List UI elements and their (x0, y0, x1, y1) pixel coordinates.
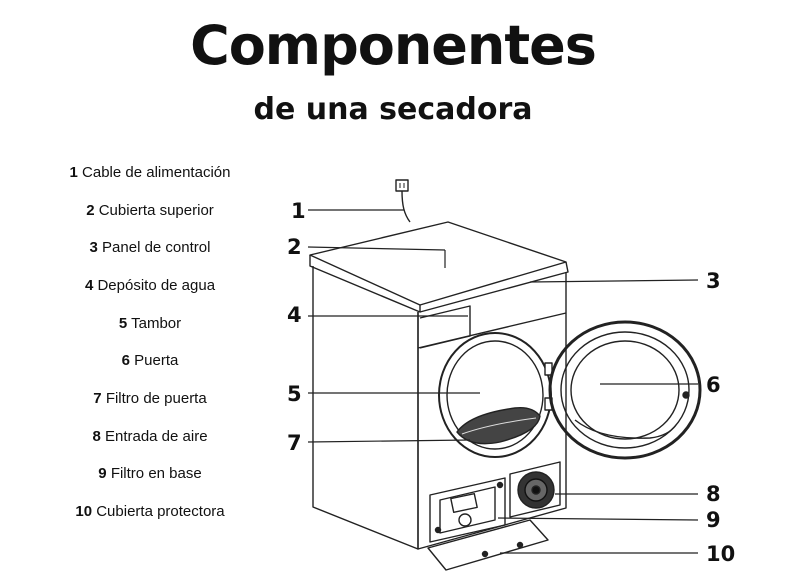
legend-item-1: 1 Cable de alimentación (0, 164, 300, 181)
door (548, 320, 702, 460)
legend-item-3: 3 Panel de control (0, 239, 300, 256)
legend-item-5: 5 Tambor (0, 315, 300, 332)
legend-label: Tambor (131, 315, 182, 332)
legend-number: 10 (75, 503, 93, 520)
legend-item-2: 2 Cubierta superior (0, 202, 300, 219)
dryer-body (309, 221, 569, 550)
callout-1: 1 (291, 199, 306, 223)
legend-label: Panel de control (102, 239, 211, 256)
legend-number: 3 (89, 239, 98, 256)
callout-10: 10 (706, 542, 735, 566)
legend-label: Filtro de puerta (105, 390, 207, 407)
callout-5: 5 (287, 382, 302, 406)
legend-item-9: 9 Filtro en base (0, 465, 300, 482)
legend-number: 1 (69, 164, 78, 181)
leader-lines (307, 209, 699, 554)
legend-label: Puerta (134, 352, 179, 369)
callout-6: 6 (706, 373, 721, 397)
legend-number: 6 (121, 352, 130, 369)
legend-item-7: 7 Filtro de puerta (0, 390, 300, 407)
protective-cover (427, 519, 549, 571)
diagram-title: Componentes (190, 14, 597, 77)
legend-label: Entrada de aire (104, 428, 208, 445)
power-plug-icon (395, 179, 411, 223)
legend-item-10: 10 Cubierta protectora (0, 503, 300, 520)
callout-3: 3 (706, 269, 721, 293)
legend-item-8: 8 Entrada de aire (0, 428, 300, 445)
drum (438, 332, 552, 458)
legend-label: Cubierta superior (98, 202, 214, 219)
callout-7: 7 (287, 431, 302, 455)
legend-number: 2 (86, 202, 95, 219)
legend-number: 9 (98, 465, 107, 482)
callout-4: 4 (287, 303, 302, 327)
callout-8: 8 (706, 482, 721, 506)
legend-label: Depósito de agua (97, 277, 216, 294)
legend-item-6: 6 Puerta (0, 352, 300, 369)
base-filter (429, 477, 506, 543)
legend-label: Cubierta protectora (96, 503, 225, 520)
legend-number: 8 (92, 428, 101, 445)
legend-label: Cable de alimentación (82, 164, 231, 181)
legend-number: 5 (118, 315, 128, 332)
legend-number: 7 (93, 390, 102, 407)
callout-2: 2 (287, 235, 302, 259)
legend-number: 4 (84, 277, 94, 294)
air-intake (509, 461, 561, 518)
legend-item-4: 4 Depósito de agua (0, 277, 300, 294)
legend-label: Filtro en base (110, 465, 202, 482)
diagram-subtitle: de una secadora (253, 92, 533, 127)
callout-9: 9 (706, 508, 721, 532)
